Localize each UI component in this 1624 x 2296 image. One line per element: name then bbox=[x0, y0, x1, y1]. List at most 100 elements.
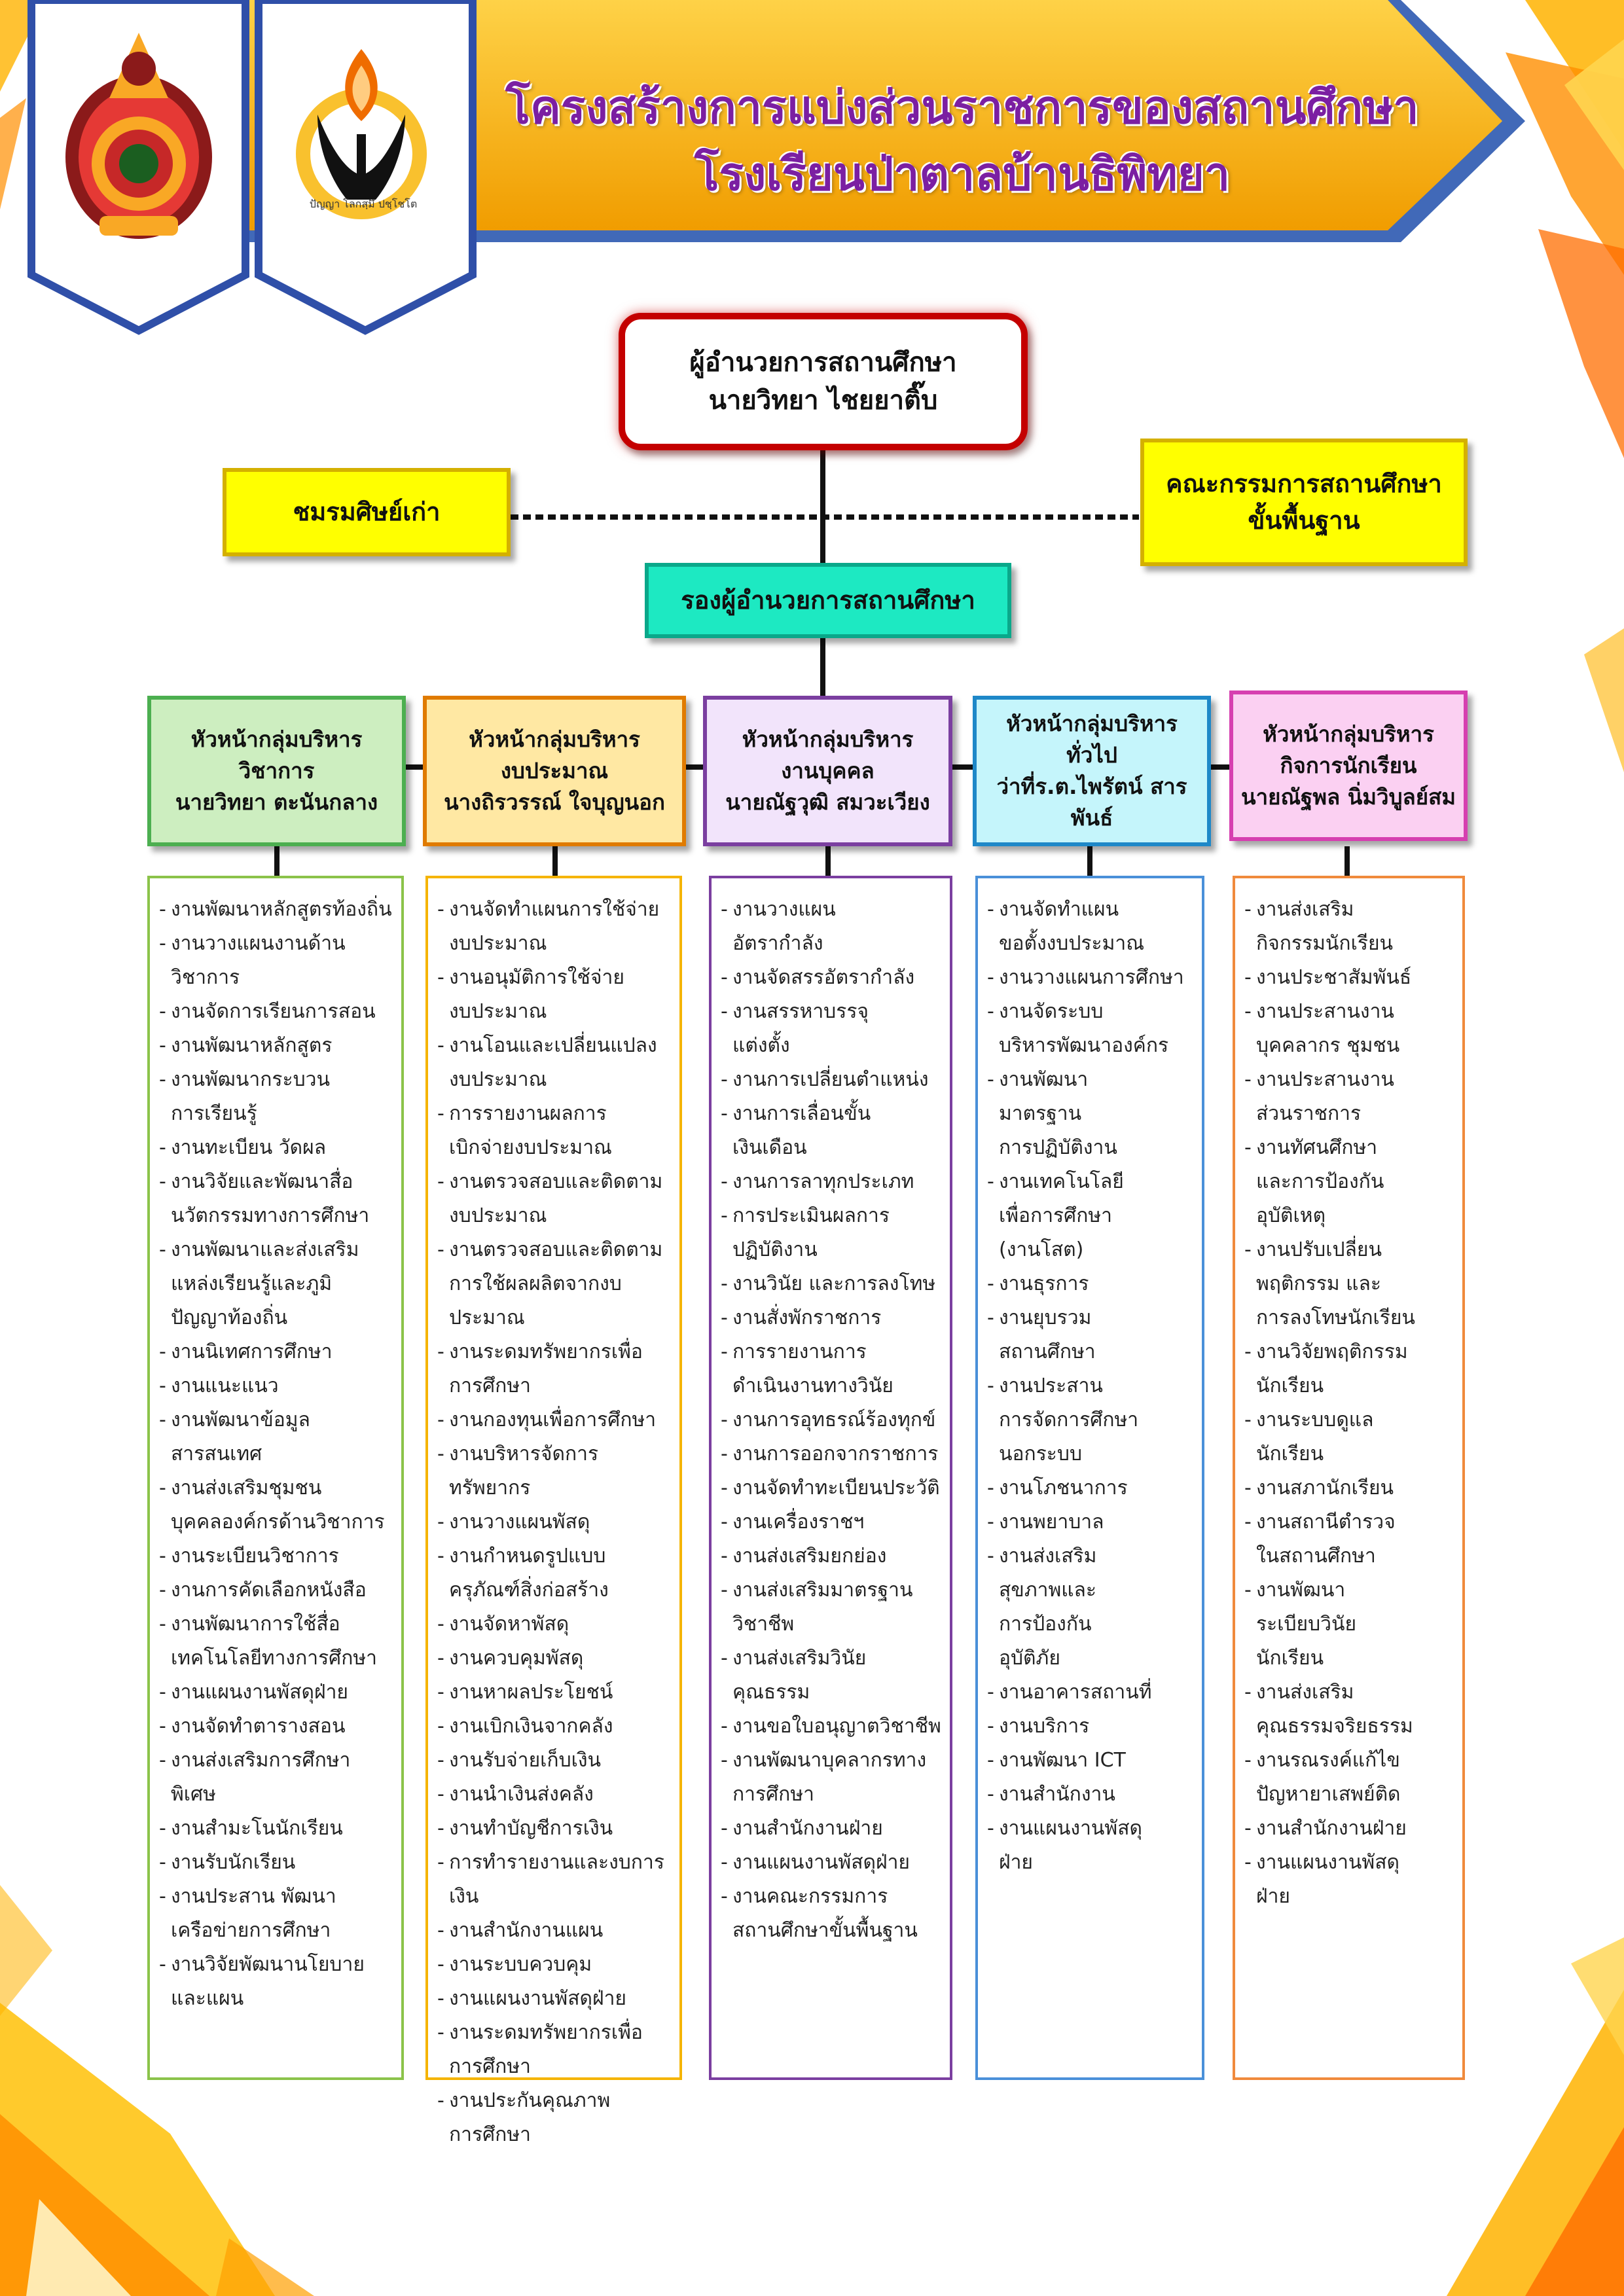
duty-item-line: อุบัติเหตุ bbox=[1256, 1204, 1326, 1227]
duty-item-line: เงินเดือน bbox=[732, 1136, 807, 1159]
duty-item-line: งานส่งเสริมชุมชน bbox=[171, 1477, 322, 1499]
duty-item-line: งานการอุทธรณ์ร้องทุกข์ bbox=[732, 1408, 936, 1431]
duty-item-line: วิชาการ bbox=[171, 966, 240, 989]
duty-item: งานการคัดเลือกหนังสือ bbox=[159, 1573, 395, 1607]
duty-item-line: งานแผนงานพัสดุ bbox=[1256, 1851, 1399, 1874]
duty-item-line: งานการออกจากราชการ bbox=[732, 1443, 939, 1465]
alumni-label: ชมรมศิษย์เก่า bbox=[293, 497, 441, 526]
duty-item: งานจัดหาพัสดุ bbox=[437, 1607, 673, 1641]
duty-item-line: งานวางแผนการศึกษา bbox=[999, 966, 1184, 989]
duty-item: งานบริการ bbox=[987, 1710, 1195, 1744]
deputy-label: รองผู้อำนวยการสถานศึกษา bbox=[681, 585, 975, 615]
duty-item-line: งานทะเบียน วัดผล bbox=[171, 1136, 327, 1159]
duty-item-line: งานพัฒนา bbox=[999, 1068, 1089, 1091]
duty-item-line: การศึกษา bbox=[449, 2055, 531, 2078]
duty-item-line: บริหารพัฒนาองค์กร bbox=[999, 1034, 1169, 1057]
duty-item-line: การประเมินผลการ bbox=[732, 1204, 890, 1227]
duty-item: งานพยาบาล bbox=[987, 1505, 1195, 1539]
duty-item-line: งานตรวจสอบและติดตาม bbox=[449, 1238, 663, 1261]
school-motto: ปัญญา โลกสฺมึ ปชฺโชโต bbox=[309, 198, 418, 210]
duty-item-line: งานวางแผน bbox=[732, 898, 836, 921]
head-title: หัวหน้ากลุ่มบริหาร bbox=[1263, 721, 1434, 747]
duty-item-line: งานการคัดเลือกหนังสือ bbox=[171, 1579, 367, 1602]
duty-item-line: งานโอนและเปลี่ยนแปลง bbox=[449, 1034, 657, 1057]
duty-item: งานสรรหาบรรจุแต่งตั้ง bbox=[721, 995, 943, 1063]
head-group: งบประมาณ bbox=[500, 758, 609, 784]
duty-item-line: และแผน bbox=[171, 1987, 244, 2010]
duty-item-line: คุณธรรมจริยธรรม bbox=[1256, 1715, 1413, 1738]
duty-item-line: งบประมาณ bbox=[449, 1204, 547, 1227]
duty-item: งานระดมทรัพยากรเพื่อการศึกษา bbox=[437, 1335, 673, 1403]
duty-item: งานวิจัยและพัฒนาสื่อนวัตกรรมทางการศึกษา bbox=[159, 1165, 395, 1233]
duty-item-line: งานส่งเสริมวินัยคุณธรรม bbox=[732, 1647, 867, 1704]
duty-item-line: งานระดมทรัพยากรเพื่อ bbox=[449, 2021, 643, 2044]
head-group: กิจการนักเรียน bbox=[1280, 753, 1417, 779]
duty-item-line: งานการเปลี่ยนตำแหน่ง bbox=[732, 1068, 929, 1091]
duty-item-line: การจัดการศึกษา bbox=[999, 1408, 1139, 1431]
duty-item-line: งานเบิกเงินจากคลัง bbox=[449, 1715, 613, 1738]
duty-item: งานเทคโนโลยีเพื่อการศึกษา(งานโสต) bbox=[987, 1165, 1195, 1267]
duty-item: งานบริหารจัดการทรัพยากร bbox=[437, 1437, 673, 1505]
duty-item: งานทำบัญชีการเงิน bbox=[437, 1812, 673, 1846]
duty-item: งานสำนักงานฝ่าย bbox=[721, 1812, 943, 1846]
duty-item-line: นักเรียน bbox=[1256, 1443, 1324, 1465]
duty-item-line: งานคณะกรรมการ bbox=[732, 1885, 888, 1908]
duty-item-line: งานสรรหาบรรจุ bbox=[732, 1000, 869, 1023]
duty-item-line: การทำรายงานและงบการเงิน bbox=[449, 1851, 664, 1908]
duty-item-line: แต่งตั้ง bbox=[732, 1034, 790, 1057]
duty-item: งานสภานักเรียน bbox=[1244, 1471, 1456, 1505]
duty-item-line: งานสำนักงานแผน bbox=[449, 1919, 604, 1942]
duty-item-line: งบประมาณ bbox=[449, 932, 547, 955]
duty-item-line: งานส่งเสริมการศึกษาพิเศษ bbox=[171, 1749, 351, 1806]
duty-item: งานระบบดูแลนักเรียน bbox=[1244, 1403, 1456, 1471]
duty-item: การทำรายงานและงบการเงิน bbox=[437, 1846, 673, 1914]
head-group: งานบุคคล bbox=[781, 758, 875, 784]
duty-item: งานวางแผนการศึกษา bbox=[987, 961, 1195, 995]
duty-item: งานสำมะโนนักเรียน bbox=[159, 1812, 395, 1846]
duty-item-line: ขอตั้งงบประมาณ bbox=[999, 932, 1145, 955]
duty-item-line: งานสำนักงาน bbox=[999, 1783, 1115, 1806]
duty-item: งานแผนงานพัสดุฝ่าย bbox=[437, 1982, 673, 2016]
duty-item-line: งานควบคุมพัสดุ bbox=[449, 1647, 584, 1670]
duty-item-line: งานวางแผนพัสดุ bbox=[449, 1511, 590, 1534]
duty-item-line: ปัญหายาเสพย์ติด bbox=[1256, 1783, 1401, 1806]
duty-item-line: งานการลาทุกประเภท bbox=[732, 1170, 914, 1193]
duty-item-line: งานรับจ่ายเก็บเงิน bbox=[449, 1749, 602, 1772]
duty-item-line: งานหาผลประโยชน์ bbox=[449, 1681, 613, 1704]
duty-item-line: การใช้ผลผลิตจากงบประมาณ bbox=[449, 1272, 622, 1329]
duty-item-line: งานตรวจสอบและติดตาม bbox=[449, 1170, 663, 1193]
duty-item-line: อัตรากำลัง bbox=[732, 932, 823, 955]
deputy-box: รองผู้อำนวยการสถานศึกษา bbox=[645, 563, 1011, 638]
duty-item: งานนำเงินส่งคลัง bbox=[437, 1778, 673, 1812]
duty-item: งานส่งเสริมคุณธรรมจริยธรรม bbox=[1244, 1676, 1456, 1744]
duty-item-line: ฝ่าย bbox=[999, 1851, 1034, 1874]
duty-item-line: งานเครื่องราชฯ bbox=[732, 1511, 865, 1534]
duty-item-line: (งานโสต) bbox=[999, 1238, 1084, 1261]
school-emblem-icon bbox=[296, 49, 427, 219]
duty-item-line: การปฏิบัติงาน bbox=[999, 1136, 1117, 1159]
duty-item: งานแผนงานพัสดุฝ่าย bbox=[1244, 1846, 1456, 1914]
head-title: หัวหน้ากลุ่มบริหาร bbox=[1006, 711, 1178, 737]
duty-item: งานพัฒนาหลักสูตร bbox=[159, 1029, 395, 1063]
duty-item-line: งานรับนักเรียน bbox=[171, 1851, 296, 1874]
committee-line1: คณะกรรมการสถานศึกษา bbox=[1166, 469, 1442, 499]
duty-item-line: งานประสานงาน bbox=[1256, 1000, 1394, 1023]
duty-item-line: มาตรฐาน bbox=[999, 1102, 1082, 1125]
duty-item-line: สถานศึกษาขั้นพื้นฐาน bbox=[732, 1919, 918, 1942]
head-personnel: หัวหน้ากลุ่มบริหาร งานบุคคล นายณัฐวุฒิ ส… bbox=[703, 696, 952, 846]
director-box: ผู้อำนวยการสถานศึกษา นายวิทยา ไชยยาติ๊บ bbox=[619, 313, 1028, 450]
head-person: นางถิรวรรณ์ ใจบุญนอก bbox=[444, 789, 665, 815]
duty-item-line: งานพัฒนาหลักสูตร bbox=[171, 1034, 333, 1057]
